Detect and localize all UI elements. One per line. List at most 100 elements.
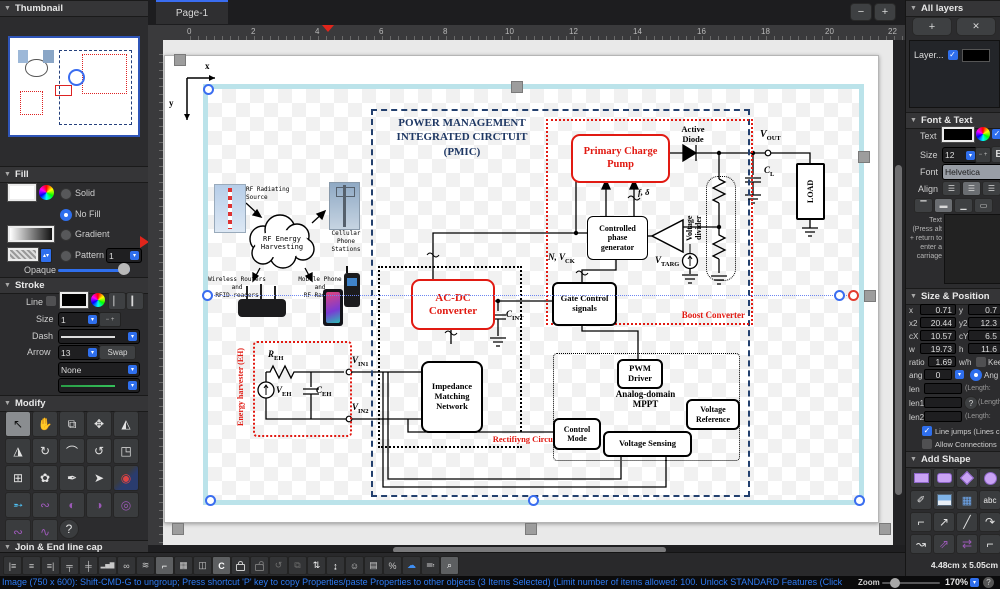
page[interactable]: x y	[164, 54, 879, 523]
subtract-tool[interactable]: ◑	[86, 492, 112, 518]
selection-handle[interactable]	[528, 495, 539, 506]
rectifying-boundary[interactable]: Rectifiyng Circuit	[378, 266, 560, 448]
add-layer-button[interactable]: +	[912, 17, 952, 36]
distribute-h-icon[interactable]: ╤	[60, 556, 79, 575]
boost-boundary[interactable]: Boost Converter	[546, 119, 753, 325]
page-handle[interactable]	[879, 523, 891, 535]
selection-handle[interactable]	[202, 290, 213, 301]
selection-handle[interactable]	[834, 290, 845, 301]
flip-horizontal-tool[interactable]: ◮	[5, 438, 31, 464]
fill-pattern-radio[interactable]	[60, 250, 72, 262]
rotate-ccw-icon[interactable]: ↺	[269, 556, 288, 575]
move-tool[interactable]: ✥	[86, 411, 112, 437]
fill-pattern-swatch[interactable]	[7, 247, 39, 262]
fill-pattern-stepper[interactable]: ▴▾	[40, 248, 52, 263]
gradient-arrow-tool[interactable]: ➵	[5, 492, 31, 518]
align-left-icon[interactable]: |≡	[3, 556, 22, 575]
selection-handle[interactable]	[854, 495, 865, 506]
primary-charge-pump-box[interactable]: Primary Charge Pump	[571, 134, 670, 183]
page-handle[interactable]	[172, 523, 184, 535]
radio-image[interactable]	[344, 266, 360, 307]
style-tool[interactable]: ✿	[32, 465, 58, 491]
horizontal-scrollbar[interactable]	[148, 545, 905, 554]
fill-nofill-radio[interactable]	[60, 209, 72, 221]
ungroup-tool[interactable]: ⧉	[59, 411, 85, 437]
len1-field[interactable]	[924, 397, 962, 408]
help-button[interactable]: ?	[983, 576, 994, 588]
pmic-boundary[interactable]	[371, 109, 750, 497]
allow-connections-checkbox[interactable]	[922, 439, 932, 449]
connector-arrow[interactable]: ↗	[933, 512, 955, 532]
emoji-icon[interactable]: ☺	[345, 556, 364, 575]
size-position-header[interactable]: ▼Size & Position	[906, 288, 1000, 305]
page-handle[interactable]	[525, 523, 537, 535]
length-help-button[interactable]: ?	[964, 396, 978, 410]
ruler-marker[interactable]	[322, 25, 334, 32]
connector-elbow[interactable]: ⌐	[910, 512, 932, 532]
shape-ellipse[interactable]	[979, 468, 1000, 488]
distribute-v-icon[interactable]: ╪	[79, 556, 98, 575]
status-text[interactable]: Image (750 x 600): Shift-CMD-G to ungrou…	[2, 577, 842, 587]
round-corner-tool[interactable]: ⌒	[59, 438, 85, 464]
angle-field[interactable]: 0	[924, 369, 952, 380]
text-entry-area[interactable]	[944, 214, 1000, 284]
spring-icon[interactable]: ≋	[136, 556, 155, 575]
control-mode-box[interactable]: Control Mode	[553, 418, 601, 450]
selection-handle[interactable]	[203, 84, 214, 95]
unlock-icon[interactable]	[250, 556, 269, 575]
rotate-left-tool[interactable]: ↺	[86, 438, 112, 464]
fill-header[interactable]: ▼Fill	[0, 166, 148, 183]
zoom-select-caret[interactable]: ▾	[970, 577, 979, 587]
pan-tool[interactable]: ✋	[32, 411, 58, 437]
modify-header[interactable]: ▼Modify	[0, 395, 148, 412]
stroke-line-checkbox[interactable]	[46, 296, 56, 306]
selection-handle[interactable]	[858, 151, 870, 163]
selected-image[interactable]: Boost Converter Rectifiyng Circuit Energ…	[208, 89, 859, 500]
align-center-button[interactable]: ☰	[962, 181, 981, 196]
fill-pattern-select[interactable]: 1▾	[106, 248, 142, 263]
align-right-icon[interactable]: ≡|	[41, 556, 60, 575]
group-icon[interactable]: ⧉	[288, 556, 307, 575]
delete-layer-button[interactable]: ✕	[956, 17, 996, 36]
flip-vertical-tool[interactable]: ◭	[113, 411, 139, 437]
selection-handle[interactable]	[205, 495, 216, 506]
rf-tower-image[interactable]	[214, 184, 246, 233]
pwm-driver-box[interactable]: PWM Driver	[617, 359, 663, 389]
keep-ratio-checkbox[interactable]	[976, 357, 986, 367]
eh-boundary[interactable]	[253, 341, 352, 437]
fill-solid-radio[interactable]	[60, 188, 72, 200]
voltage-reference-box[interactable]: Voltage Reference	[686, 399, 740, 430]
rotate-right-tool[interactable]: ↻	[32, 438, 58, 464]
gate-control-box[interactable]: Gate Control signals	[552, 282, 617, 326]
valign-middle-button[interactable]: ▬	[934, 198, 953, 213]
stroke-dash-select[interactable]: ▾	[58, 329, 140, 344]
connector-corner[interactable]: ⌐	[979, 534, 1000, 554]
flip-up-icon[interactable]: ⇅	[307, 556, 326, 575]
cell-tower-image[interactable]	[329, 182, 360, 230]
text-auto-checkbox[interactable]: ✓	[992, 129, 1000, 139]
angle-radio[interactable]	[970, 369, 982, 381]
stroke-style1-button[interactable]: ▏	[108, 292, 126, 310]
arrow-swap-button[interactable]: Swap	[99, 345, 136, 360]
chain-icon[interactable]: ∞	[117, 556, 136, 575]
all-layers-header[interactable]: ▼All layers	[906, 0, 1000, 17]
lock-icon[interactable]	[231, 556, 250, 575]
layer-visible-checkbox[interactable]: ✓	[947, 50, 958, 60]
intersect-tool[interactable]: ◐	[59, 492, 85, 518]
angle-stepper[interactable]: ▾	[955, 370, 964, 379]
cloud-icon[interactable]: ☁	[402, 556, 421, 575]
stroke-arrow-select[interactable]: 13▾	[58, 345, 100, 360]
fill-color-wheel[interactable]	[39, 185, 54, 200]
add-tab-button[interactable]: +	[874, 3, 896, 21]
shape-rounded-rect[interactable]	[933, 468, 955, 488]
stroke-color-swatch[interactable]	[59, 291, 89, 309]
connector-scurve[interactable]: ↝	[910, 534, 932, 554]
fill-gradient-radio[interactable]	[60, 229, 72, 241]
h-field[interactable]: 11.6	[968, 343, 1000, 354]
fill-color-swatch[interactable]	[7, 183, 37, 202]
impedance-matching-box[interactable]: Impedance Matching Network	[421, 361, 483, 433]
horizontal-scrollbar-thumb[interactable]	[393, 546, 666, 553]
y-field[interactable]: 0.7	[968, 304, 1000, 315]
font-family-select[interactable]: Helvetica	[942, 164, 1000, 180]
selection-handle[interactable]	[174, 54, 186, 66]
